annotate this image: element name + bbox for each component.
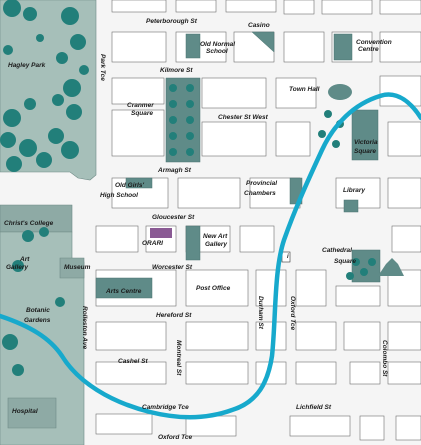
label-convention-centre-1: Convention	[356, 39, 392, 46]
label-armagh-st: Armagh St	[158, 167, 191, 174]
label-montreal-st: Montreal St	[175, 340, 182, 376]
label-cranmer-square-2: Square	[131, 110, 154, 117]
label-old-normal-school-1: Old Normal	[200, 41, 236, 48]
landmark-blocks	[95, 31, 381, 299]
hospital-area	[7, 397, 57, 429]
label-new-art-gallery-1: New Art	[203, 233, 228, 240]
label-provincial-chambers-2: Chambers	[244, 190, 276, 197]
cathedral-shape	[378, 258, 404, 276]
orari-block	[150, 228, 172, 238]
label-peterborough-st: Peterborough St	[146, 18, 197, 25]
label-botanic-gardens-1: Botanic	[26, 307, 50, 314]
label-arts-centre: Arts Centre	[106, 288, 142, 295]
label-christs-college: Christ's College	[4, 220, 54, 227]
label-cambridge-tce: Cambridge Tce	[142, 404, 189, 411]
label-cranmer-square-1: Cranmer	[127, 102, 154, 109]
label-botanic-gardens-2: Gardens	[24, 317, 51, 324]
town-hall-shape	[328, 84, 352, 100]
label-park-tce: Park Tce	[99, 54, 106, 81]
label-oxford-tce-vertical: Oxford Tce	[289, 296, 296, 331]
label-old-girls-high-school-2: High School	[100, 192, 138, 199]
label-casino: Casino	[248, 22, 270, 29]
label-cathedral-square-2: Square	[334, 258, 357, 265]
label-victoria-square-2: Square	[354, 148, 377, 155]
label-library: Library	[343, 187, 366, 194]
avon-river	[0, 92, 421, 420]
christs-college-area	[0, 204, 73, 233]
label-cathedral-square-1: Cathedral	[322, 247, 352, 254]
label-colombo-st: Colombo St	[381, 340, 388, 377]
label-old-girls-high-school-1: Old Girls'	[115, 182, 144, 189]
label-orari: ORARI	[142, 240, 163, 247]
label-hagley-park: Hagley Park	[8, 62, 46, 69]
label-kilmore-st: Kilmore St	[160, 67, 193, 74]
label-victoria-square-1: Victoria	[354, 139, 378, 146]
label-art-gallery-2: Gallery	[6, 264, 29, 271]
label-old-normal-school-2: School	[206, 48, 228, 55]
label-new-art-gallery-2: Gallery	[205, 241, 228, 248]
label-art-gallery-1: Art	[20, 256, 30, 263]
label-hospital: Hospital	[12, 408, 38, 415]
label-provincial-chambers-1: Provincial	[246, 180, 278, 187]
label-town-hall: Town Hall	[289, 86, 320, 93]
hagley-park-area	[0, 0, 97, 181]
label-chester-st-west: Chester St West	[218, 114, 268, 121]
museum-area	[59, 257, 85, 279]
label-worcester-st: Worcester St	[152, 264, 192, 271]
label-museum: Museum	[64, 264, 91, 271]
city-blocks	[95, 0, 421, 441]
park-trees	[0, 0, 89, 376]
label-durham-st: Durham St	[257, 296, 264, 329]
label-lichfield-st: Lichfield St	[296, 404, 332, 411]
label-convention-centre-2: Centre	[358, 46, 379, 53]
label-rolleston-ave: Rolleston Ave	[81, 306, 88, 350]
label-oxford-tce: Oxford Tce	[158, 434, 193, 441]
label-hereford-st: Hereford St	[156, 312, 192, 319]
label-post-office: Post Office	[196, 285, 231, 292]
info-marker: i	[287, 254, 289, 260]
label-gloucester-st: Gloucester St	[152, 214, 195, 221]
label-cashel-st: Cashel St	[118, 358, 148, 365]
